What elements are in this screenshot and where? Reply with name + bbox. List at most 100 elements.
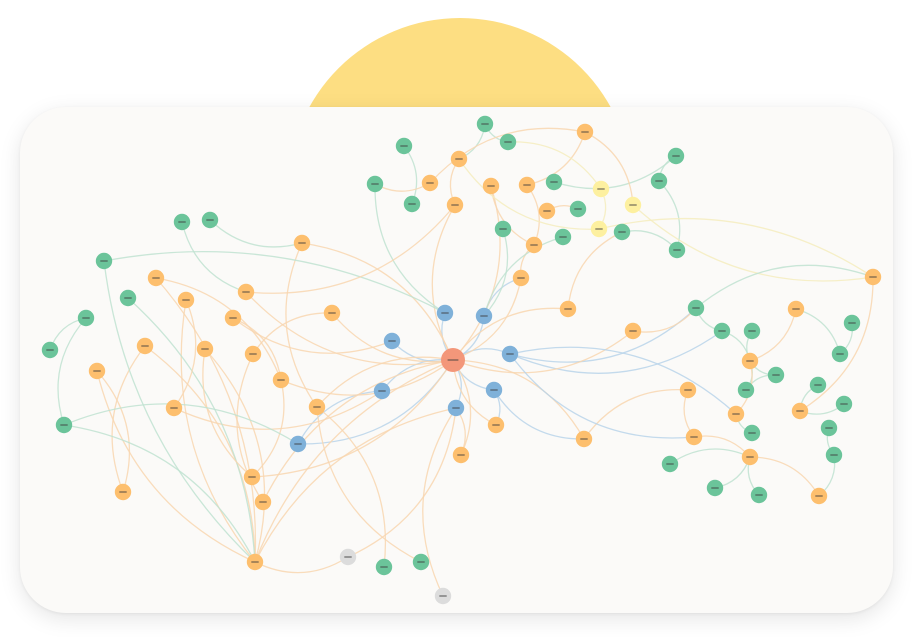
graph-node-green[interactable] [366, 175, 384, 193]
graph-node-blue[interactable] [475, 307, 493, 325]
graph-node-yellow[interactable] [592, 180, 610, 198]
graph-node-orange[interactable] [538, 202, 556, 220]
graph-node-orange[interactable] [446, 196, 464, 214]
graph-node-green[interactable] [831, 345, 849, 363]
graph-node-green[interactable] [119, 289, 137, 307]
graph-node-green[interactable] [713, 322, 731, 340]
graph-node-orange[interactable] [575, 430, 593, 448]
graph-edge [795, 308, 841, 355]
graph-node-orange[interactable] [237, 283, 255, 301]
graph-node-green[interactable] [843, 314, 861, 332]
graph-card [20, 107, 893, 613]
graph-node-orange[interactable] [224, 309, 242, 327]
graph-node-orange[interactable] [864, 268, 882, 286]
graph-node-orange[interactable] [177, 291, 195, 309]
graph-node-orange[interactable] [246, 553, 264, 571]
graph-node-green[interactable] [476, 115, 494, 133]
graph-node-orange[interactable] [559, 300, 577, 318]
graph-node-orange[interactable] [512, 269, 530, 287]
graph-node-green[interactable] [668, 241, 686, 259]
graph-node-green[interactable] [743, 424, 761, 442]
graph-node-orange[interactable] [518, 176, 536, 194]
graph-node-orange[interactable] [741, 352, 759, 370]
graph-node-orange[interactable] [787, 300, 805, 318]
graph-node-green[interactable] [494, 220, 512, 238]
graph-node-green[interactable] [41, 341, 59, 359]
graph-node-orange[interactable] [88, 362, 106, 380]
graph-node-green[interactable] [737, 381, 755, 399]
graph-node-orange[interactable] [308, 398, 326, 416]
graph-node-green[interactable] [201, 211, 219, 229]
graph-node-green[interactable] [613, 223, 631, 241]
graph-node-green[interactable] [661, 455, 679, 473]
graph-node-orange[interactable] [525, 236, 543, 254]
graph-node-green[interactable] [403, 195, 421, 213]
graph-node-green[interactable] [809, 376, 827, 394]
graph-node-blue[interactable] [501, 345, 519, 363]
graph-node-green[interactable] [687, 299, 705, 317]
graph-node-blue[interactable] [436, 304, 454, 322]
graph-node-orange[interactable] [450, 150, 468, 168]
graph-node-blue[interactable] [447, 399, 465, 417]
graph-node-orange[interactable] [244, 345, 262, 363]
graph-node-green[interactable] [750, 486, 768, 504]
graph-node-green[interactable] [667, 147, 685, 165]
graph-node-orange[interactable] [254, 493, 272, 511]
graph-node-green[interactable] [825, 446, 843, 464]
graph-node-orange[interactable] [136, 337, 154, 355]
network-graph[interactable] [20, 107, 893, 613]
graph-node-orange[interactable] [791, 402, 809, 420]
node-label-mark [259, 501, 267, 503]
graph-node-blue[interactable] [373, 382, 391, 400]
graph-node-orange[interactable] [576, 123, 594, 141]
graph-node-orange[interactable] [685, 428, 703, 446]
graph-node-green[interactable] [706, 479, 724, 497]
graph-node-orange[interactable] [243, 468, 261, 486]
graph-node-green[interactable] [650, 172, 668, 190]
center-node[interactable] [441, 348, 465, 372]
graph-node-orange[interactable] [323, 304, 341, 322]
graph-nodes[interactable] [41, 115, 882, 605]
graph-edge [63, 424, 256, 563]
graph-node-green[interactable] [554, 228, 572, 246]
graph-node-orange[interactable] [165, 399, 183, 417]
graph-node-green[interactable] [95, 252, 113, 270]
graph-node-orange[interactable] [487, 416, 505, 434]
node-label-mark [746, 456, 754, 458]
graph-node-yellow[interactable] [624, 196, 642, 214]
graph-node-orange[interactable] [147, 269, 165, 287]
graph-node-green[interactable] [55, 416, 73, 434]
graph-node-green[interactable] [767, 366, 785, 384]
graph-node-green[interactable] [499, 133, 517, 151]
graph-node-orange[interactable] [421, 174, 439, 192]
graph-node-green[interactable] [743, 322, 761, 340]
graph-node-blue[interactable] [485, 381, 503, 399]
graph-node-green[interactable] [835, 395, 853, 413]
graph-node-green[interactable] [569, 200, 587, 218]
graph-node-orange[interactable] [452, 446, 470, 464]
graph-node-green[interactable] [412, 553, 430, 571]
graph-node-green[interactable] [545, 173, 563, 191]
graph-node-blue[interactable] [383, 332, 401, 350]
node-label-mark [564, 308, 572, 310]
graph-node-orange[interactable] [810, 487, 828, 505]
graph-node-orange[interactable] [727, 405, 745, 423]
graph-node-gray[interactable] [339, 548, 357, 566]
graph-node-green[interactable] [173, 213, 191, 231]
graph-node-green[interactable] [375, 558, 393, 576]
graph-node-orange[interactable] [293, 234, 311, 252]
graph-node-orange[interactable] [741, 448, 759, 466]
graph-node-yellow[interactable] [590, 220, 608, 238]
graph-node-blue[interactable] [289, 435, 307, 453]
graph-node-orange[interactable] [624, 322, 642, 340]
graph-node-green[interactable] [77, 309, 95, 327]
graph-node-orange[interactable] [679, 381, 697, 399]
graph-node-orange[interactable] [482, 177, 500, 195]
graph-node-green[interactable] [395, 137, 413, 155]
graph-node-green[interactable] [820, 419, 838, 437]
graph-node-orange[interactable] [272, 371, 290, 389]
graph-node-orange[interactable] [114, 483, 132, 501]
graph-node-gray[interactable] [434, 587, 452, 605]
graph-node-orange[interactable] [196, 340, 214, 358]
node-label-mark [417, 561, 425, 563]
